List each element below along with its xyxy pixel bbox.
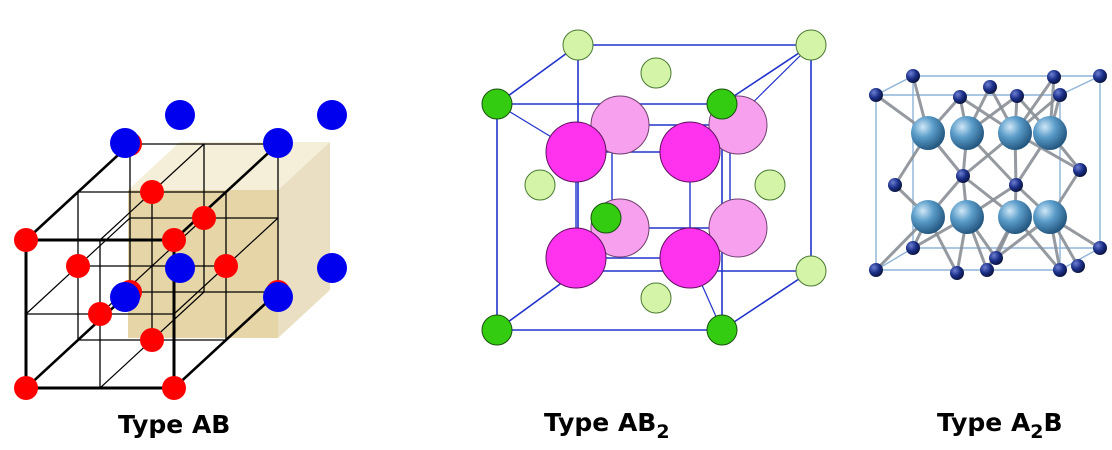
- a2b-large-atom: [911, 116, 945, 150]
- caption-type-a2b: Type A2B: [937, 408, 1063, 442]
- ab-atom-red: [14, 228, 38, 252]
- a2b-small-atom: [1047, 70, 1061, 84]
- a2b-small-atom: [1053, 88, 1067, 102]
- ab-shaded-plane-side: [278, 142, 330, 338]
- a2b-small-atom: [906, 69, 920, 83]
- ab-atom-blue: [165, 253, 195, 283]
- ab-edge-z: [24, 142, 132, 242]
- a2b-small-atom: [906, 241, 920, 255]
- a2b-small-atom: [950, 266, 964, 280]
- ab-atom-blue: [110, 282, 140, 312]
- ab2-outer-edge: [721, 270, 812, 331]
- a2b-large-atom: [1033, 116, 1067, 150]
- ab2-anion-front: [659, 121, 721, 183]
- a2b-cube-edges: [875, 75, 1101, 271]
- a2b-small-atom: [989, 251, 1003, 265]
- a2b-large-atom: [950, 200, 984, 234]
- ab-atom-red: [140, 180, 164, 204]
- ab-atom-red: [162, 376, 186, 400]
- a2b-small-atom: [1053, 263, 1067, 277]
- a2b-small-atom: [869, 263, 883, 277]
- ab-atom-red: [214, 254, 238, 278]
- ab2-cation-light: [524, 169, 556, 201]
- a2b-edge: [1059, 75, 1101, 96]
- ab2-cation-dark: [481, 314, 513, 346]
- a2b-small-atom: [1010, 89, 1024, 103]
- ab-atom-blue: [317, 253, 347, 283]
- ab2-outer-edge: [496, 44, 579, 105]
- ab2-cation-light: [562, 29, 594, 61]
- caption-type-ab2: Type AB2: [544, 408, 670, 442]
- a2b-atoms: [869, 69, 1107, 280]
- a2b-large-atom: [911, 200, 945, 234]
- ab2-cation-dark: [706, 88, 738, 120]
- ab2-cation-light: [754, 169, 786, 201]
- ab-atom-red: [162, 228, 186, 252]
- a2b-edge: [1059, 247, 1101, 271]
- ab2-anion-back: [708, 198, 768, 258]
- a2b-small-atom: [888, 178, 902, 192]
- ab2-cation-light: [640, 282, 672, 314]
- ab2-atoms: [481, 29, 827, 346]
- ab2-cation-dark: [590, 202, 622, 234]
- type-ab2-structure: [481, 29, 827, 346]
- a2b-small-atom: [1073, 163, 1087, 177]
- ab-atom-red: [140, 328, 164, 352]
- caption-suffix: B: [1043, 408, 1063, 437]
- ab-atom-red: [192, 206, 216, 230]
- type-a2b-structure: [869, 69, 1107, 280]
- ab2-outer-edge: [721, 44, 812, 105]
- ab2-cation-light: [640, 57, 672, 89]
- ab-atom-red: [14, 376, 38, 400]
- ab-atom-blue: [263, 282, 293, 312]
- caption-text: Type AB: [118, 410, 231, 439]
- ab-edge-z: [172, 142, 280, 242]
- ab2-cation-dark: [481, 88, 513, 120]
- a2b-large-atom: [998, 200, 1032, 234]
- type-ab-structure: [14, 100, 347, 400]
- caption-text: Type A: [937, 408, 1031, 437]
- ab-atom-blue: [317, 100, 347, 130]
- ab-atom-red: [88, 302, 112, 326]
- a2b-edge: [875, 247, 914, 271]
- ab-edge-z: [172, 290, 280, 390]
- ab-atom-blue: [165, 100, 195, 130]
- a2b-small-atom: [956, 169, 970, 183]
- a2b-small-atom: [869, 88, 883, 102]
- ab-atom-blue: [263, 128, 293, 158]
- a2b-small-atom: [1093, 241, 1107, 255]
- ab2-anion-front: [659, 227, 721, 289]
- ab-atom-blue: [110, 128, 140, 158]
- a2b-small-atom: [1093, 69, 1107, 83]
- a2b-small-atom: [953, 90, 967, 104]
- ab2-cation-dark: [706, 314, 738, 346]
- ab2-cation-light: [795, 29, 827, 61]
- ab2-anion-back: [590, 95, 650, 155]
- ab-shaded-plane: [128, 190, 278, 338]
- ab-atom-red: [66, 254, 90, 278]
- ab-atoms: [14, 100, 347, 400]
- a2b-small-atom: [1009, 178, 1023, 192]
- ab-edge-z: [24, 290, 132, 390]
- a2b-small-atom: [980, 263, 994, 277]
- a2b-small-atom: [983, 80, 997, 94]
- ab2-anion-front: [545, 121, 607, 183]
- caption-subscript: 2: [656, 421, 670, 443]
- a2b-small-atom: [1071, 259, 1085, 273]
- a2b-large-atom: [1033, 200, 1067, 234]
- caption-text: Type AB: [544, 408, 657, 437]
- ab2-anion-front: [545, 227, 607, 289]
- caption-subscript: 2: [1030, 421, 1044, 443]
- a2b-large-atom: [950, 116, 984, 150]
- ab2-cation-light: [795, 255, 827, 287]
- caption-type-ab: Type AB: [118, 412, 230, 437]
- a2b-large-atom: [998, 116, 1032, 150]
